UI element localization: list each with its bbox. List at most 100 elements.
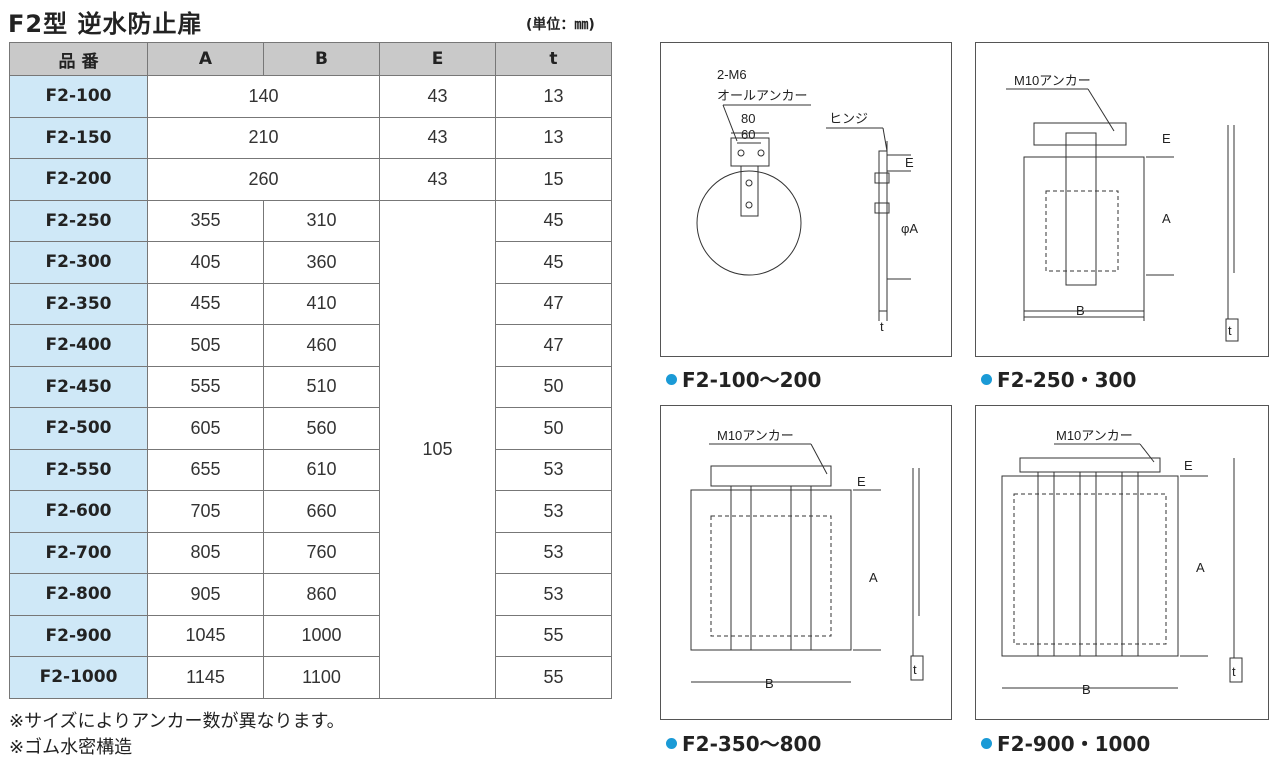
t-cell: 45 (495, 241, 612, 284)
t-cell: 13 (495, 75, 612, 118)
drawing-triple-leaf-door: M10アンカー E A B t (1001, 428, 1243, 697)
drawing-double-leaf-door: M10アンカー E A B t (690, 428, 924, 691)
table-row: F2-500 605 560 50 (9, 407, 612, 450)
caption-f2-900-1000: F2-900・1000 (981, 728, 1150, 757)
t-cell: 15 (495, 158, 612, 201)
part-number-cell: F2-900 (9, 614, 148, 657)
diagram-f2-350-800: M10アンカー E A B t (660, 405, 952, 720)
a-cell: 405 (147, 241, 264, 284)
table-row: F2-200 260 43 15 (9, 158, 612, 201)
t-cell: 13 (495, 116, 612, 159)
t-cell: 50 (495, 407, 612, 450)
label-t: t (880, 319, 884, 334)
table-row: F2-550 655 610 53 (9, 448, 612, 491)
note-anchor-count: ※サイズによりアンカー数が異なります。 (9, 711, 345, 732)
caption-f2-350-800: F2-350〜800 (666, 728, 821, 757)
table-row: F2-350 455 410 47 (9, 282, 612, 325)
b-cell: 1100 (263, 656, 380, 699)
part-number-cell: F2-250 (9, 199, 148, 242)
a-cell: 355 (147, 199, 264, 242)
t-cell: 55 (495, 614, 612, 657)
notes: ※サイズによりアンカー数が異なります。 ※ゴム水密構造 (9, 709, 345, 761)
b-cell: 1000 (263, 614, 380, 657)
caption-text: F2-100〜200 (682, 368, 822, 392)
b-cell: 360 (263, 241, 380, 284)
a-cell: 455 (147, 282, 264, 325)
label-b: B (1076, 303, 1085, 318)
label-e: E (1162, 131, 1171, 146)
label-e: E (905, 155, 914, 170)
bullet-icon (666, 374, 677, 385)
drawing-single-leaf-door: M10アンカー E A B t (1006, 73, 1239, 342)
part-number-cell: F2-800 (9, 573, 148, 616)
bullet-icon (981, 374, 992, 385)
label-a: A (1162, 211, 1171, 226)
bullet-icon (666, 738, 677, 749)
label-m10-anchor: M10アンカー (1014, 73, 1091, 88)
unit-label: (単位：㎜) (526, 17, 595, 33)
label-b: B (765, 676, 774, 691)
spec-table: 品 番 A B E t F2-100 140 43 13 F2-150 210 … (9, 42, 612, 699)
diagram-f2-100-200: 2-M6 オールアンカー 80 60 ヒンジ E φA t (660, 42, 952, 357)
table-row: F2-450 555 510 50 (9, 365, 612, 408)
ab-cell: 210 (147, 116, 380, 159)
label-t: t (913, 662, 917, 677)
t-cell: 55 (495, 656, 612, 699)
table-row: F2-100 140 43 13 (9, 75, 612, 118)
e-merged-cell: 105 (379, 199, 496, 699)
part-number-cell: F2-700 (9, 531, 148, 574)
b-cell: 660 (263, 490, 380, 533)
label-60: 60 (741, 127, 755, 142)
t-cell: 50 (495, 365, 612, 408)
b-cell: 560 (263, 407, 380, 450)
a-cell: 905 (147, 573, 264, 616)
ab-cell: 140 (147, 75, 380, 118)
a-cell: 805 (147, 531, 264, 574)
label-m10-anchor: M10アンカー (1056, 428, 1133, 443)
table-row: F2-150 210 43 13 (9, 116, 612, 159)
part-number-cell: F2-400 (9, 324, 148, 367)
a-cell: 1045 (147, 614, 264, 657)
t-cell: 53 (495, 490, 612, 533)
label-e: E (1184, 458, 1193, 473)
header-e: E (379, 42, 496, 76)
part-number-cell: F2-550 (9, 448, 148, 491)
b-cell: 860 (263, 573, 380, 616)
table-row: F2-900 1045 1000 55 (9, 614, 612, 657)
table-header-row: 品 番 A B E t (9, 42, 612, 76)
t-cell: 53 (495, 448, 612, 491)
label-t: t (1228, 323, 1232, 338)
part-number-cell: F2-600 (9, 490, 148, 533)
b-cell: 610 (263, 448, 380, 491)
t-cell: 53 (495, 573, 612, 616)
caption-f2-250-300: F2-250・300 (981, 364, 1136, 393)
label-m10-anchor: M10アンカー (717, 428, 794, 443)
b-cell: 460 (263, 324, 380, 367)
label-a: A (869, 570, 878, 585)
t-cell: 47 (495, 324, 612, 367)
table-row: F2-400 505 460 47 (9, 324, 612, 367)
label-2m6: 2-M6 (717, 67, 747, 82)
t-cell: 45 (495, 199, 612, 242)
t-cell: 53 (495, 531, 612, 574)
page-title: F2型 逆水防止扉 (8, 10, 203, 38)
e-cell: 43 (379, 116, 496, 159)
a-cell: 1145 (147, 656, 264, 699)
part-number-cell: F2-450 (9, 365, 148, 408)
t-cell: 47 (495, 282, 612, 325)
caption-text: F2-350〜800 (682, 732, 822, 756)
drawing-round-door: 2-M6 オールアンカー 80 60 ヒンジ E φA t (696, 67, 918, 334)
b-cell: 760 (263, 531, 380, 574)
bullet-icon (981, 738, 992, 749)
label-phi-a: φA (901, 221, 918, 236)
part-number-cell: F2-300 (9, 241, 148, 284)
ab-cell: 260 (147, 158, 380, 201)
label-a: A (1196, 560, 1205, 575)
table-row: F2-250 355 310 105 45 (9, 199, 612, 699)
part-number-cell: F2-200 (9, 158, 148, 201)
label-t: t (1232, 664, 1236, 679)
diagram-f2-900-1000: M10アンカー E A B t (975, 405, 1269, 720)
a-cell: 605 (147, 407, 264, 450)
caption-f2-100-200: F2-100〜200 (666, 364, 821, 393)
part-number-cell: F2-1000 (9, 656, 148, 699)
